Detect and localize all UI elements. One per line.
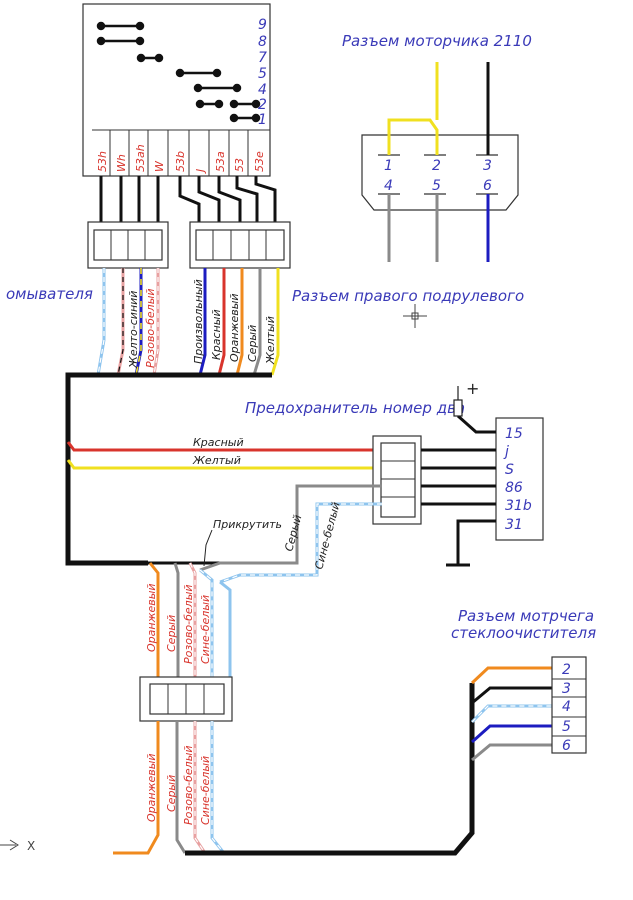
switch-pin-label: Wh bbox=[115, 154, 128, 172]
relay-block: 15 jS 86 31b 31 bbox=[495, 417, 544, 541]
wire-label-seryi-mid: Серый bbox=[165, 615, 178, 652]
relay-pin-label: 15 bbox=[505, 426, 523, 442]
axis-x-label: X bbox=[27, 839, 35, 853]
motor-pin-label: 4 bbox=[384, 178, 393, 194]
wire-label-rozovo-belyi: Розово-белый bbox=[144, 288, 157, 368]
red-yellow-wires bbox=[66, 441, 382, 470]
fuse-title: Предохранитель номер два bbox=[245, 399, 465, 417]
relay-pin-label: j bbox=[503, 444, 509, 460]
twist-pointer bbox=[203, 529, 213, 567]
wire-label-sine-belyi-mid: Сине-белый bbox=[199, 595, 212, 664]
wire-labels-middle: Оранжевый Серый Розово-белый Сине-белый bbox=[145, 583, 212, 664]
motor-pin-label: 6 bbox=[483, 178, 492, 194]
switch-row-number: 5 bbox=[258, 66, 267, 82]
switch-pin-label: J bbox=[194, 169, 207, 174]
wire-label-rozovo-belyi-bot: Розово-белый bbox=[182, 745, 195, 825]
wire-label-krasnyi-top: Красный bbox=[210, 309, 223, 360]
relay-pin-label: 86 bbox=[505, 480, 523, 496]
switch-contacts bbox=[96, 21, 261, 123]
switch-pin-label: 53 bbox=[233, 158, 246, 172]
right-stalk-connector bbox=[189, 221, 291, 269]
wire-label-sine-belyi-bot: Сине-белый bbox=[199, 756, 212, 825]
plus-sign: + bbox=[466, 379, 479, 398]
motor-pin-label: 2 bbox=[432, 158, 441, 174]
motor-2110-title: Разъем моторчика 2110 bbox=[342, 32, 532, 50]
wiper-pin-label: 2 bbox=[562, 662, 571, 678]
wiper-title-line2: стеклоочистителя bbox=[451, 624, 596, 642]
right-stalk-title: Разъем правого подрулевого bbox=[292, 287, 524, 305]
switch-pin-label: W bbox=[153, 160, 166, 172]
switch-row-number: 2 bbox=[258, 97, 267, 113]
wire-label-seryi-top: Серый bbox=[246, 325, 259, 362]
relay-pin-label: S bbox=[505, 462, 514, 478]
wire-label-oranzhevyi-bot: Оранжевый bbox=[145, 753, 158, 822]
wire-label-zheltyi-main: Желтый bbox=[192, 454, 241, 467]
switch-row-number: 4 bbox=[258, 82, 267, 98]
switch-pin-label: 53a bbox=[214, 151, 227, 172]
fuse-element-icon bbox=[453, 386, 463, 417]
wiper-motor-wires bbox=[470, 666, 552, 762]
twist-label: Прикрутить bbox=[213, 518, 282, 531]
switch-pin-label: 53ah bbox=[134, 144, 147, 172]
switch-row-number: 9 bbox=[258, 17, 267, 33]
lower-bundle-lower bbox=[113, 683, 475, 856]
wiper-motor-connector: 2 3 4 5 6 bbox=[551, 656, 587, 754]
wiper-pin-label: 3 bbox=[562, 681, 571, 697]
relay-pin-label: 31 bbox=[505, 517, 523, 533]
switch-row-number: 7 bbox=[258, 50, 267, 66]
wiper-pin-label: 6 bbox=[562, 738, 571, 754]
wire-label-krasnyi-main: Красный bbox=[193, 436, 244, 449]
switch-row-number: 8 bbox=[258, 34, 267, 50]
switch-to-connector-wires bbox=[99, 176, 277, 222]
wire-label-zheltyi-top: Желтый bbox=[264, 316, 277, 365]
gray-bluewhite-wires bbox=[199, 484, 382, 584]
wire-label-proizvolnyi: Произвольный bbox=[192, 279, 205, 364]
switch-row-number: 1 bbox=[258, 112, 267, 128]
washer-title: омывателя bbox=[6, 285, 93, 303]
crosshair-icon bbox=[403, 304, 427, 328]
wire-label-oranzhevyi-mid: Оранжевый bbox=[145, 583, 158, 652]
wire-labels-top: Желто-синий Розово-белый Произвольный Кр… bbox=[127, 279, 277, 369]
wiper-pin-label: 5 bbox=[562, 719, 571, 735]
motor-pin-label: 3 bbox=[483, 158, 492, 174]
middle-connector bbox=[139, 676, 233, 722]
lower-bundle-upper bbox=[148, 562, 232, 677]
wiper-pin-label: 4 bbox=[562, 699, 571, 715]
motor-pin-label: 5 bbox=[432, 178, 441, 194]
fuse-connector bbox=[372, 435, 422, 525]
relay-wires bbox=[421, 414, 496, 567]
washer-connector bbox=[87, 221, 169, 269]
relay-pin-label: 31b bbox=[505, 498, 532, 514]
motor-2110-connector: 1 2 3 4 5 6 bbox=[361, 134, 519, 211]
wire-label-oranzhevyi-top: Оранжевый bbox=[228, 293, 241, 362]
wire-label-rozovo-belyi-mid: Розово-белый bbox=[182, 584, 195, 664]
wiper-title-line1: Разъем мотрчега bbox=[458, 607, 594, 625]
motor-2110-wires bbox=[387, 62, 490, 262]
motor-pin-label: 1 bbox=[384, 158, 393, 174]
wire-label-seryi-right: Серый bbox=[282, 513, 304, 552]
axis-x-icon bbox=[0, 839, 19, 851]
switch-pin-label: 53e bbox=[253, 151, 266, 172]
wire-labels-bottom: Оранжевый Серый Розово-белый Сине-белый bbox=[145, 745, 212, 825]
connector-colored-wires bbox=[96, 268, 280, 376]
switch-pin-label: 53h bbox=[96, 151, 109, 172]
switch-pin-label: 53b bbox=[174, 151, 187, 172]
wire-label-zhelto-siniy: Желто-синий bbox=[127, 291, 140, 369]
wire-label-seryi-bot: Серый bbox=[165, 775, 178, 812]
